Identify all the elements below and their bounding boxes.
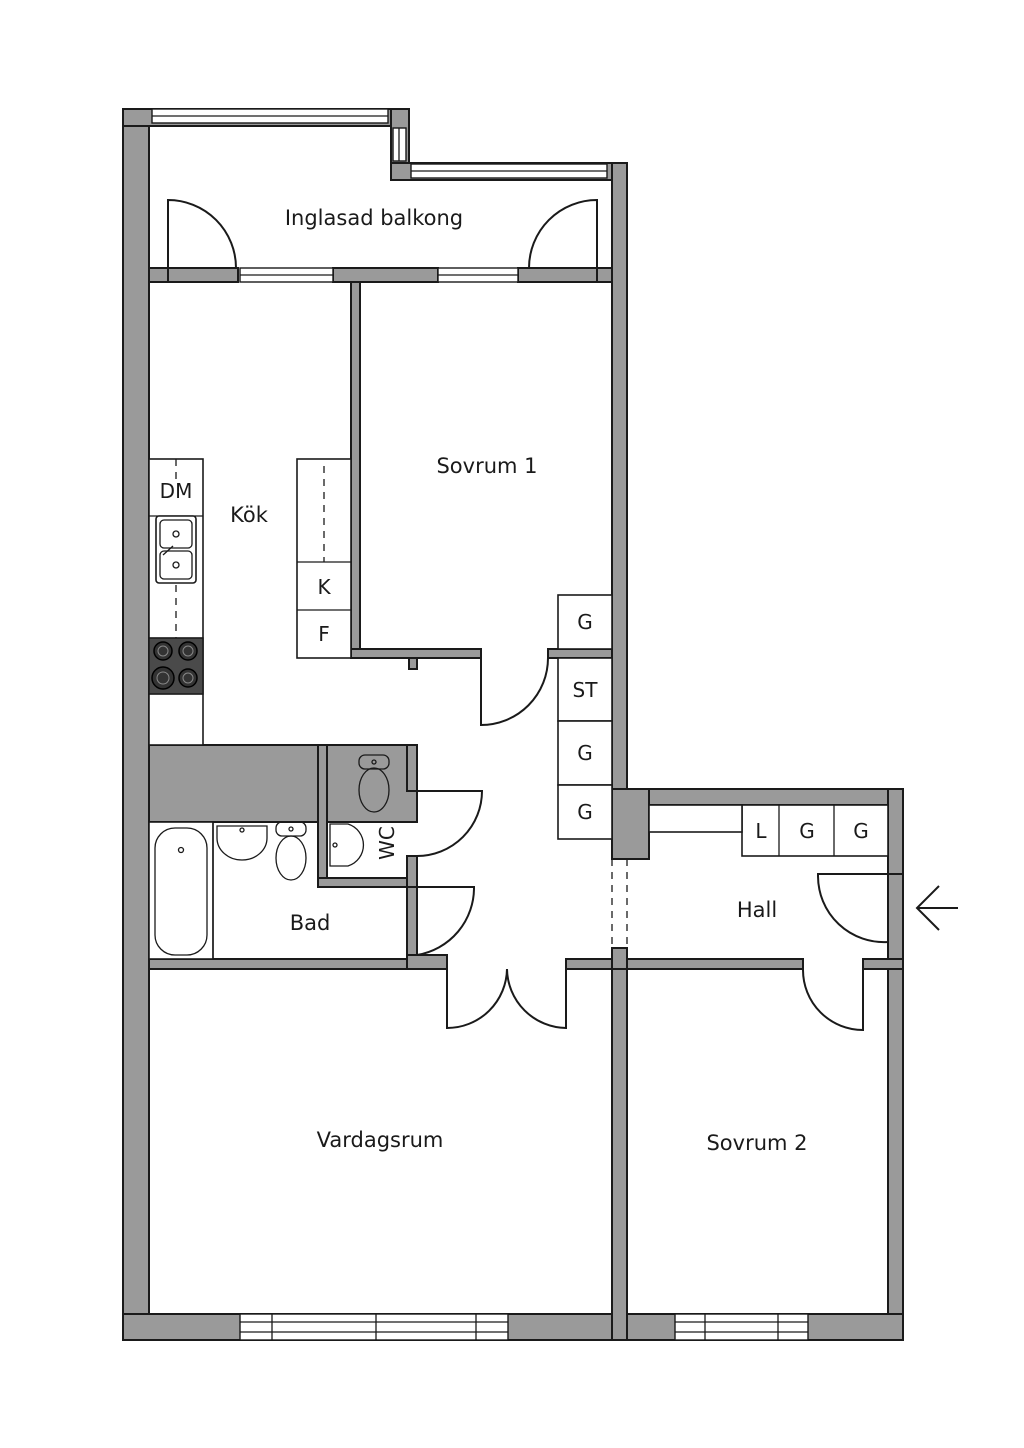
closets: [557, 594, 889, 857]
hall-label: Hall: [737, 898, 777, 922]
doors: [167, 198, 903, 1032]
windows: [151, 108, 809, 1341]
exterior-walls: [122, 108, 904, 1341]
kitchen-label: Kök: [230, 503, 269, 527]
freezer-label: F: [318, 622, 330, 646]
living-room-label: Vardagsrum: [317, 1128, 444, 1152]
balcony-label: Inglasad balkong: [285, 206, 463, 230]
stove-icon: [148, 637, 204, 695]
sink-icon: [155, 515, 197, 584]
bathroom-label: Bad: [290, 911, 331, 935]
kitchen-counter: [148, 458, 204, 746]
fridge-label: K: [317, 575, 331, 599]
wc-basin-icon: [329, 823, 365, 867]
closet-hall2-label: G: [853, 819, 869, 843]
closet-corridor1-label: G: [577, 741, 593, 765]
entrance-arrow-icon: [915, 885, 958, 931]
wc-label: WC: [375, 826, 399, 860]
fridge-freezer-unit: [296, 458, 352, 659]
washbasin-icon: [212, 822, 268, 959]
bedroom2-label: Sovrum 2: [706, 1131, 807, 1155]
storage-label: ST: [573, 678, 599, 702]
closet-hall1-label: G: [799, 819, 815, 843]
wc-toilet-icon: [358, 754, 390, 813]
bathtub-icon: [148, 821, 214, 960]
toilet-icon: [275, 821, 307, 881]
linen-closet-label: L: [755, 819, 767, 843]
closet-corridor2-label: G: [577, 800, 593, 824]
closet-bedroom1-label: G: [577, 610, 593, 634]
dishwasher-label: DM: [160, 479, 193, 503]
interior-walls: [148, 267, 904, 1341]
bedroom1-label: Sovrum 1: [436, 454, 537, 478]
